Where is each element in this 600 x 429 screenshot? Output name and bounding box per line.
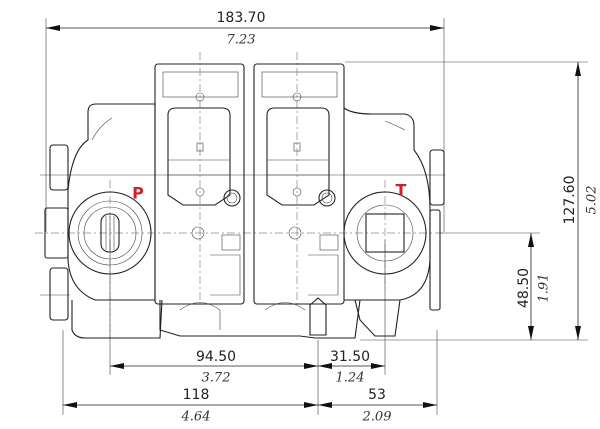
port-t-label: T — [395, 180, 407, 200]
solenoid-cartridge-right — [253, 63, 345, 305]
port-p-label: P — [132, 183, 144, 203]
p-to-center-in: 3.72 — [201, 370, 231, 386]
center-to-t-mm: 31.50 — [329, 349, 371, 365]
solenoid-cartridge-left — [154, 63, 245, 305]
port-height-in: 1.91 — [536, 273, 552, 303]
overall-height-in: 5.02 — [584, 185, 600, 215]
overall-width-mm: 183.70 — [216, 10, 266, 26]
overall-width-in: 7.23 — [226, 32, 256, 48]
left-to-center-in: 4.64 — [181, 409, 211, 425]
center-to-right-mm: 53 — [368, 387, 386, 403]
extension-lines — [45, 18, 588, 415]
port-height-mm: 48.50 — [516, 267, 532, 309]
center-to-t-in: 1.24 — [335, 370, 365, 386]
centerlines — [35, 52, 445, 340]
center-to-right-in: 2.09 — [362, 409, 392, 425]
overall-height-mm: 127.60 — [562, 175, 578, 225]
dimension-lines — [46, 25, 581, 408]
left-to-center-mm: 118 — [182, 387, 210, 403]
p-to-center-mm: 94.50 — [195, 349, 237, 365]
valve-body — [44, 103, 445, 339]
